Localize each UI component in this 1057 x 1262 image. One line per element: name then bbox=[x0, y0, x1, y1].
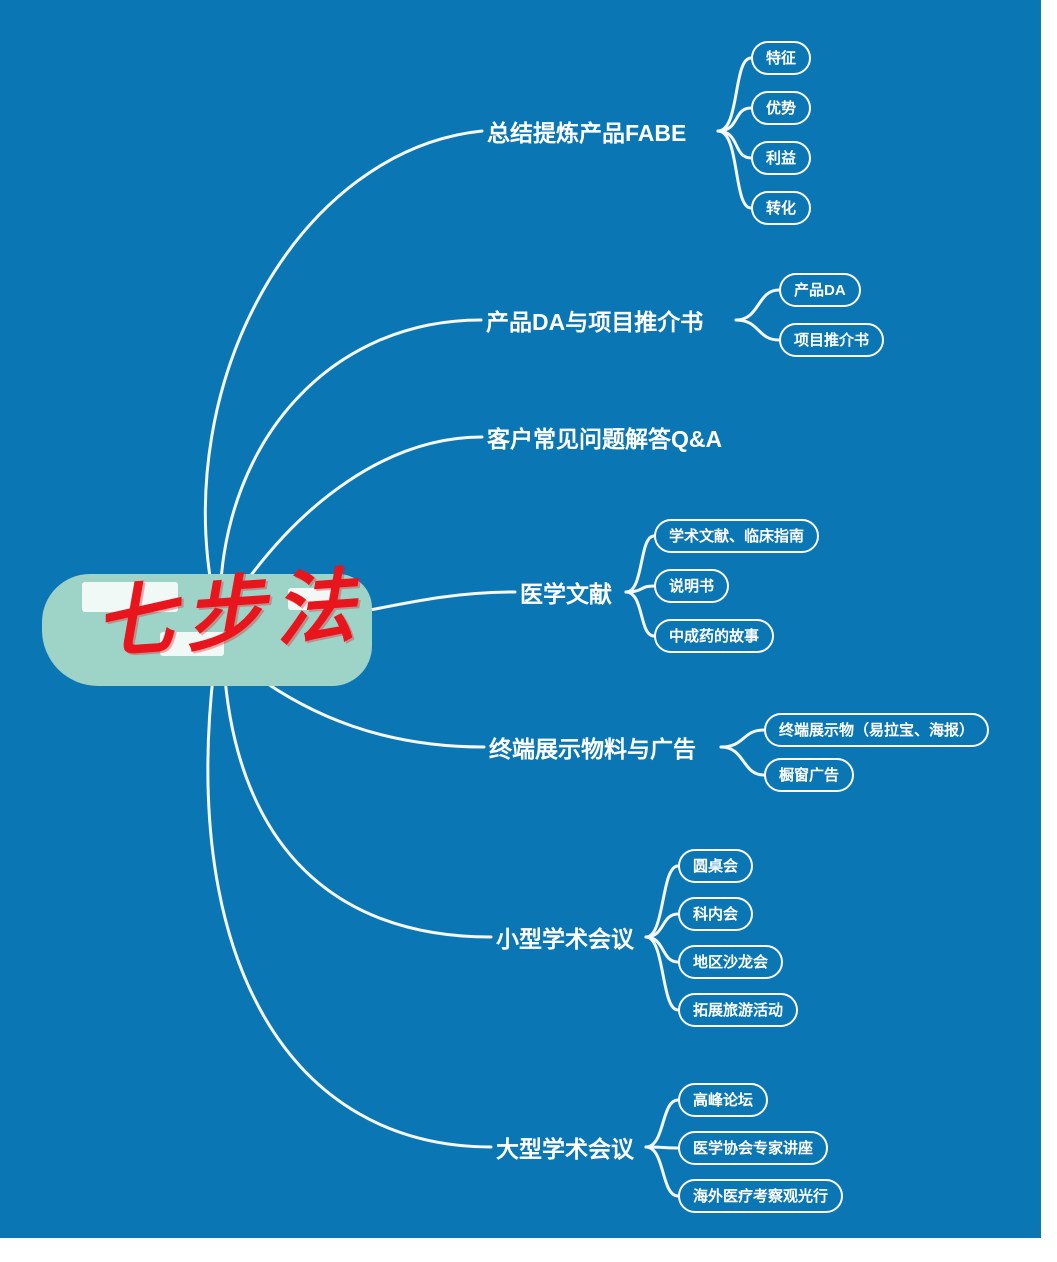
branch-node-literature[interactable]: 医学文献 bbox=[520, 581, 612, 607]
child-node[interactable]: 中成药的故事 bbox=[654, 619, 775, 653]
child-node[interactable]: 终端展示物（易拉宝、海报） bbox=[764, 713, 990, 747]
child-node[interactable]: 橱窗广告 bbox=[764, 758, 855, 792]
root-node[interactable]: 七步法 bbox=[42, 560, 372, 686]
branch-node-fabe[interactable]: 总结提炼产品FABE bbox=[487, 120, 687, 146]
child-node[interactable]: 学术文献、临床指南 bbox=[654, 519, 820, 553]
branch-node-large-meeting[interactable]: 大型学术会议 bbox=[496, 1136, 634, 1162]
child-node[interactable]: 优势 bbox=[751, 91, 812, 125]
branch-node-da[interactable]: 产品DA与项目推介书 bbox=[486, 309, 704, 335]
child-node[interactable]: 海外医疗考察观光行 bbox=[678, 1179, 844, 1213]
child-node[interactable]: 利益 bbox=[751, 141, 812, 175]
child-node[interactable]: 转化 bbox=[751, 191, 812, 225]
child-node[interactable]: 地区沙龙会 bbox=[678, 945, 784, 979]
root-white-patch bbox=[82, 582, 178, 612]
child-node[interactable]: 拓展旅游活动 bbox=[678, 993, 799, 1027]
root-white-patch bbox=[288, 588, 332, 610]
branch-node-qa[interactable]: 客户常见问题解答Q&A bbox=[487, 426, 723, 452]
root-node-label: 七步法 bbox=[91, 560, 368, 669]
branch-node-display[interactable]: 终端展示物料与广告 bbox=[489, 736, 696, 762]
child-node[interactable]: 科内会 bbox=[678, 897, 754, 931]
child-node[interactable]: 项目推介书 bbox=[779, 323, 885, 357]
root-white-patch bbox=[160, 632, 224, 656]
child-node[interactable]: 圆桌会 bbox=[678, 849, 754, 883]
child-node[interactable]: 高峰论坛 bbox=[678, 1083, 769, 1117]
child-node[interactable]: 特征 bbox=[751, 41, 812, 75]
branch-node-small-meeting[interactable]: 小型学术会议 bbox=[496, 926, 634, 952]
child-node[interactable]: 说明书 bbox=[654, 569, 730, 603]
child-node[interactable]: 医学协会专家讲座 bbox=[678, 1131, 829, 1165]
child-node[interactable]: 产品DA bbox=[779, 273, 861, 307]
